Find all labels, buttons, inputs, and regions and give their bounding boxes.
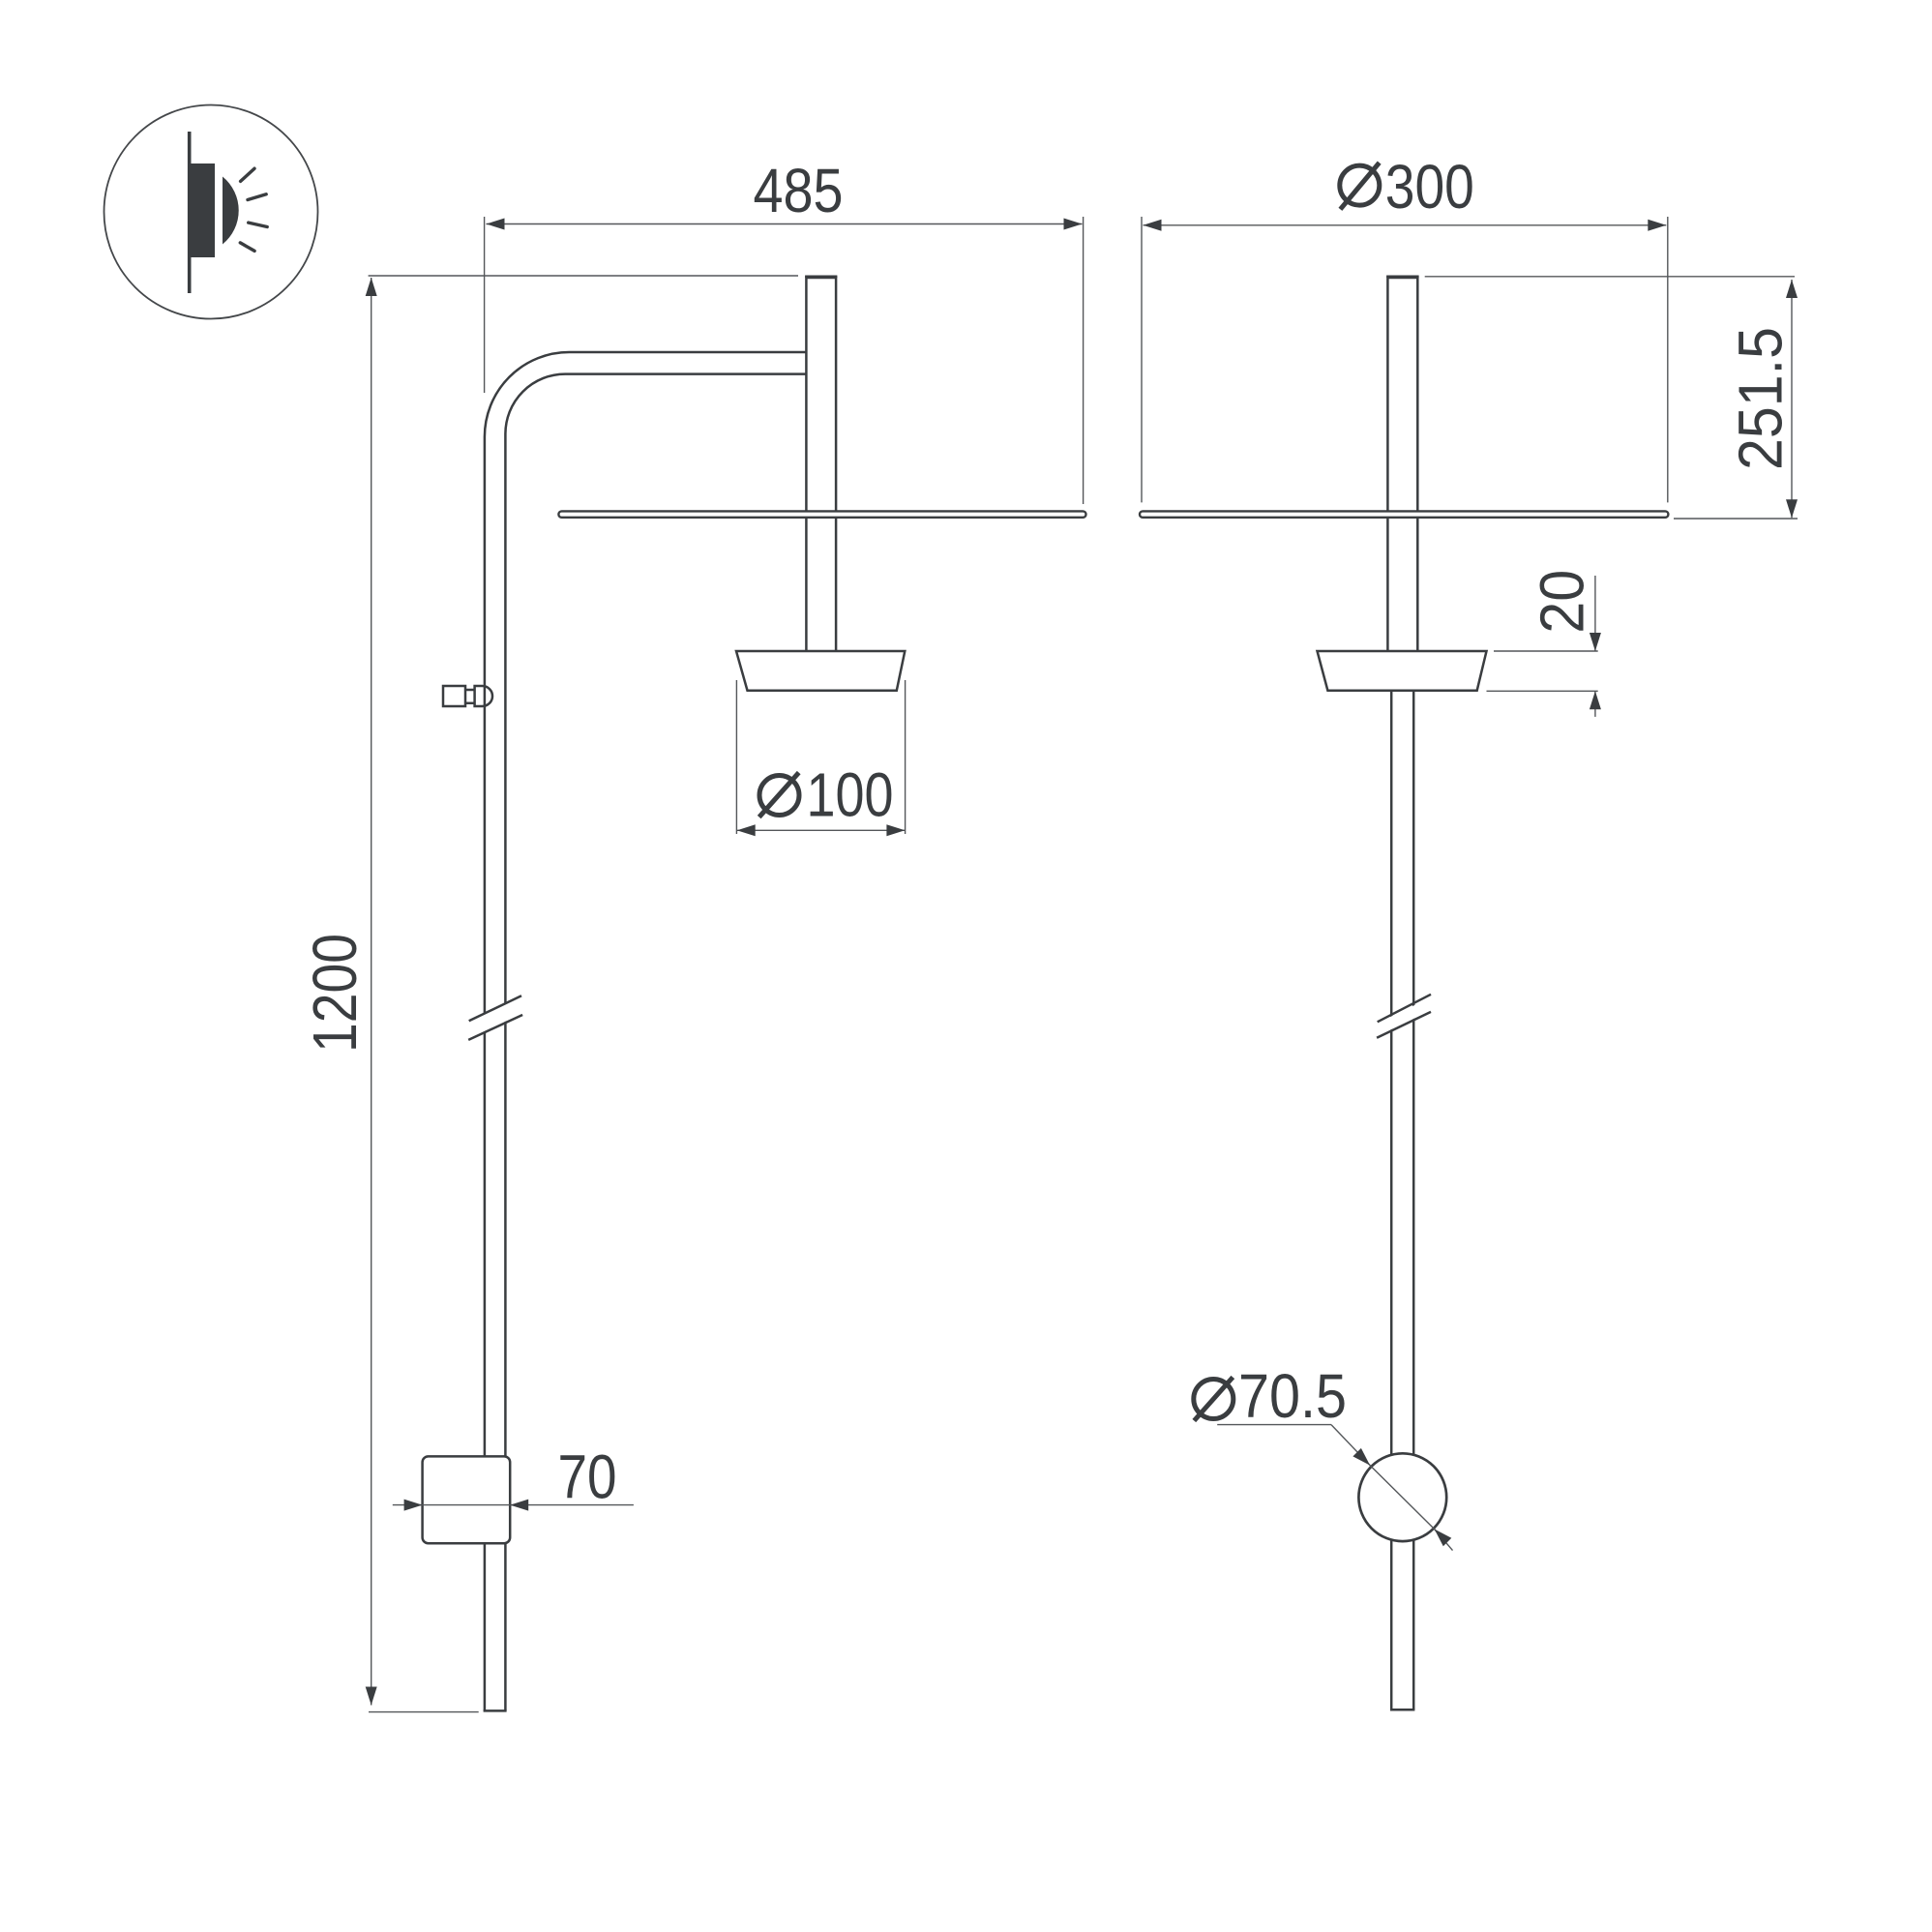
svg-text:300: 300 <box>1385 152 1474 222</box>
svg-text:251.5: 251.5 <box>1725 327 1795 470</box>
svg-text:485: 485 <box>754 156 844 225</box>
svg-text:1200: 1200 <box>300 934 370 1053</box>
svg-text:100: 100 <box>807 760 894 830</box>
svg-text:20: 20 <box>1528 570 1597 634</box>
svg-text:70.5: 70.5 <box>1238 1361 1347 1431</box>
svg-text:70: 70 <box>558 1442 617 1512</box>
